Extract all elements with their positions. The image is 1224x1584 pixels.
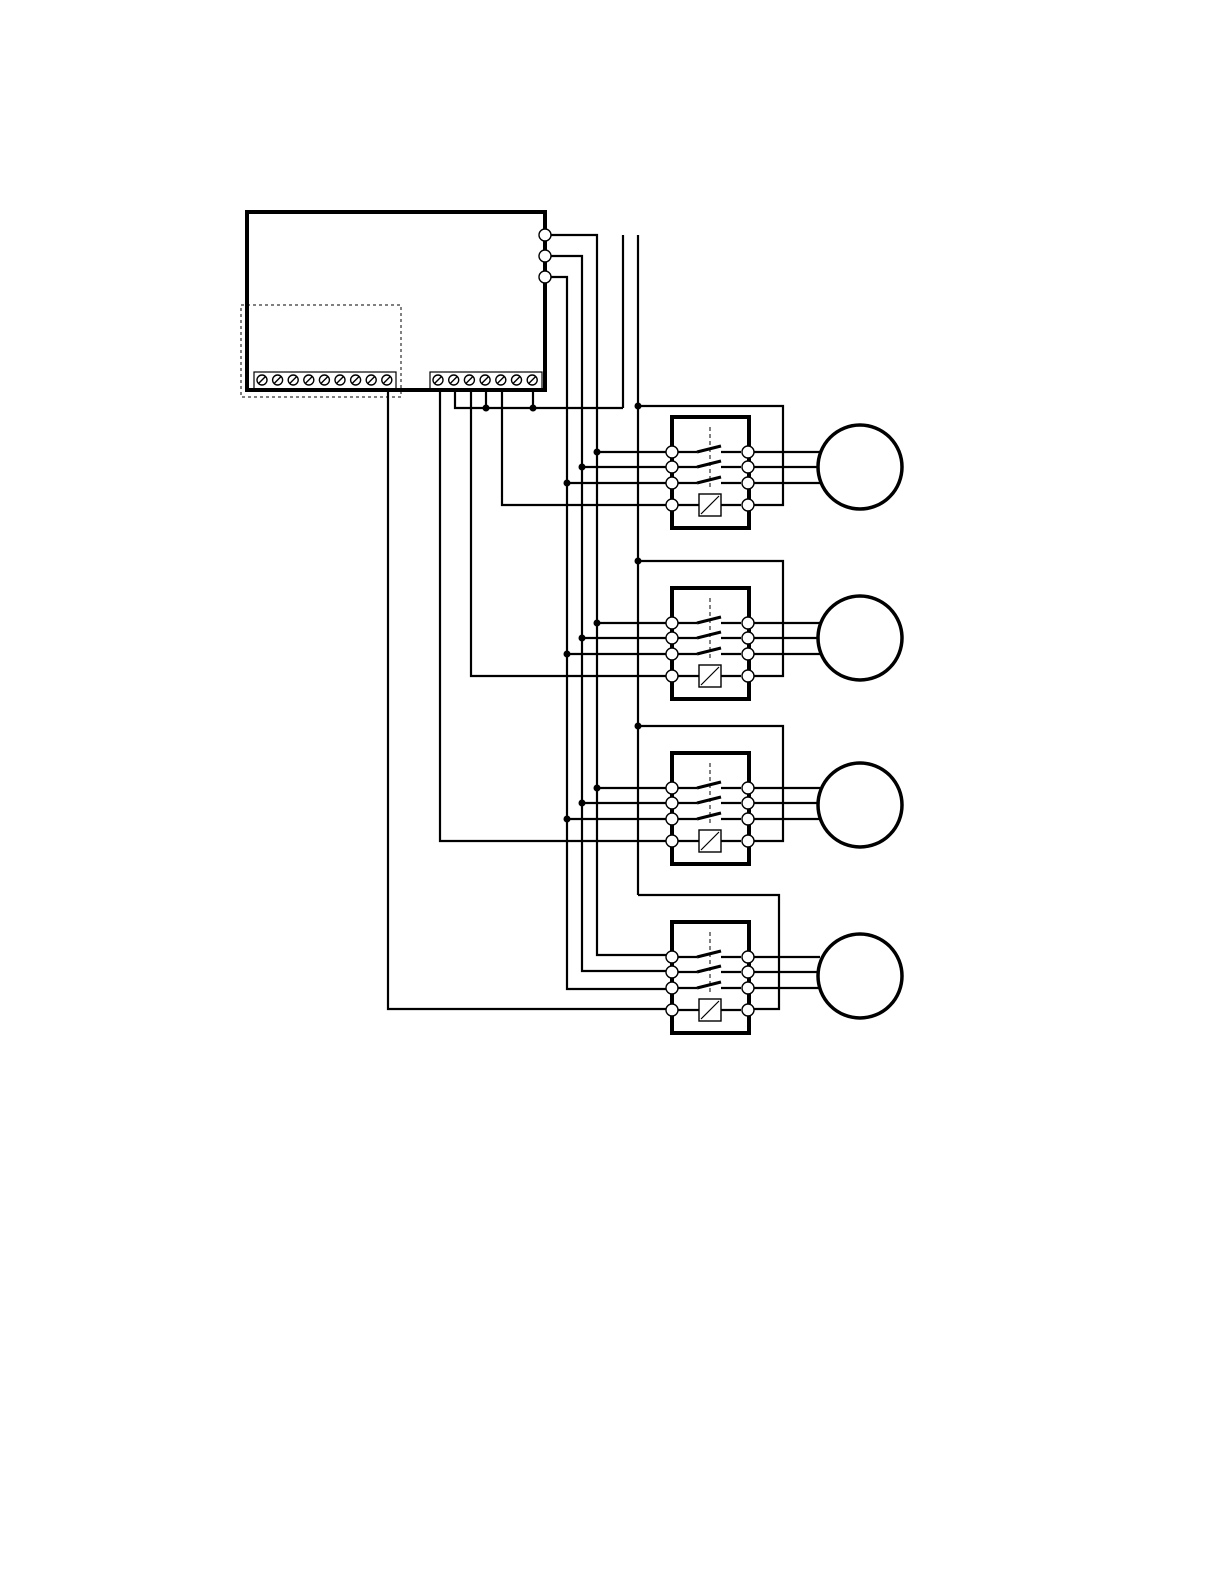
terminal-screw (527, 375, 537, 385)
contactor-terminal (742, 461, 754, 473)
contactor-terminal (742, 797, 754, 809)
contactor-terminal (666, 632, 678, 644)
contactor-terminal (666, 982, 678, 994)
junction-dot (594, 449, 601, 456)
contactor-terminal (666, 617, 678, 629)
contactor-terminal (666, 499, 678, 511)
terminal-screw (464, 375, 474, 385)
controller (241, 212, 551, 397)
motor-icon (818, 934, 902, 1018)
contactor-terminal (742, 446, 754, 458)
contactor-terminal (742, 966, 754, 978)
contactor-terminal (742, 1004, 754, 1016)
junction-dot (579, 464, 586, 471)
junction-dot (594, 785, 601, 792)
terminal-screw (273, 375, 283, 385)
contactor (666, 417, 754, 528)
junction-dot (564, 816, 571, 823)
junction-dot (579, 800, 586, 807)
contactor-terminal (666, 782, 678, 794)
contactor-terminal (742, 499, 754, 511)
controller-box (247, 212, 545, 390)
terminal-screw (288, 375, 298, 385)
terminal-screw (335, 375, 345, 385)
contactor-terminal (666, 951, 678, 963)
coil-icon (699, 494, 721, 516)
contactor-terminal (742, 982, 754, 994)
motor-icon (818, 763, 902, 847)
junction-dot (579, 635, 586, 642)
contactor-terminal (666, 446, 678, 458)
power-bus (551, 235, 672, 989)
contactor-terminal (666, 797, 678, 809)
terminal-screw (351, 375, 361, 385)
contactor-terminal (666, 648, 678, 660)
contactor-terminal (742, 670, 754, 682)
contactor-terminal (742, 951, 754, 963)
terminal-screw (496, 375, 506, 385)
contactor-terminal (666, 966, 678, 978)
junction-dot (564, 651, 571, 658)
power-terminal-2 (539, 250, 551, 262)
contactor-unit (564, 588, 903, 699)
contactor-unit (564, 753, 903, 864)
contactor-terminal (666, 461, 678, 473)
terminal-strip-left (254, 372, 396, 389)
contactor-terminal (742, 632, 754, 644)
terminal-screw (480, 375, 490, 385)
terminal-screw (366, 375, 376, 385)
motor-icon (818, 596, 902, 680)
terminal-screw (512, 375, 522, 385)
contactor-terminal (742, 835, 754, 847)
contactor-unit (666, 922, 902, 1033)
contactor-terminal (742, 617, 754, 629)
contactor-terminal (666, 835, 678, 847)
coil-icon (699, 830, 721, 852)
contactor-terminal (742, 648, 754, 660)
contactor-terminal (666, 477, 678, 489)
terminal-screw (257, 375, 267, 385)
terminal-strip-right (430, 372, 542, 389)
contactor-terminal (666, 1004, 678, 1016)
contactor (666, 588, 754, 699)
terminal-screw (304, 375, 314, 385)
contactor-terminal (666, 813, 678, 825)
power-terminal-1 (539, 229, 551, 241)
terminal-screw (433, 375, 443, 385)
contactor (666, 922, 754, 1033)
terminal-screw (449, 375, 459, 385)
contactor-terminal (742, 477, 754, 489)
motor-icon (818, 425, 902, 509)
coil-icon (699, 999, 721, 1021)
contactor-terminal (742, 782, 754, 794)
contactor-unit (564, 417, 903, 528)
junction-dot (564, 480, 571, 487)
terminal-screw (319, 375, 329, 385)
junction-dot (594, 620, 601, 627)
contactor-terminal (666, 670, 678, 682)
terminal-screw (382, 375, 392, 385)
coil-icon (699, 665, 721, 687)
power-terminals (539, 229, 551, 283)
contactor (666, 753, 754, 864)
contactor-terminal (742, 813, 754, 825)
power-terminal-3 (539, 271, 551, 283)
